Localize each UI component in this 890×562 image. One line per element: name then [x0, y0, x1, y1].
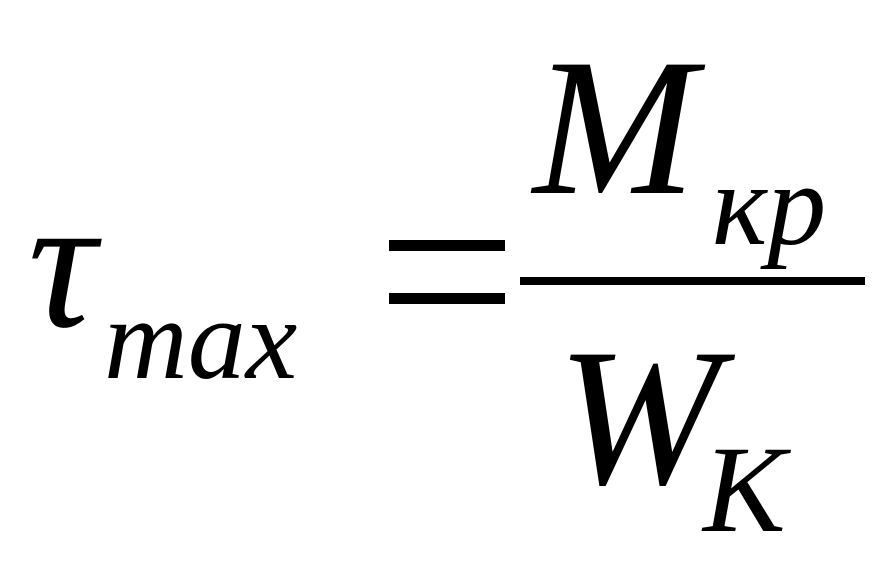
numerator-symbol: M [533, 19, 697, 236]
max-subscript: max [104, 276, 298, 404]
denominator-subscript: K [703, 421, 786, 558]
equals-bottom-bar [389, 293, 505, 304]
fraction-bar [520, 277, 865, 285]
numerator-subscript: кр [712, 139, 827, 270]
denominator-symbol: W [557, 309, 721, 526]
equals-top-bar [389, 240, 505, 251]
equals-sign [389, 240, 505, 304]
tau-symbol: τ [28, 158, 97, 368]
